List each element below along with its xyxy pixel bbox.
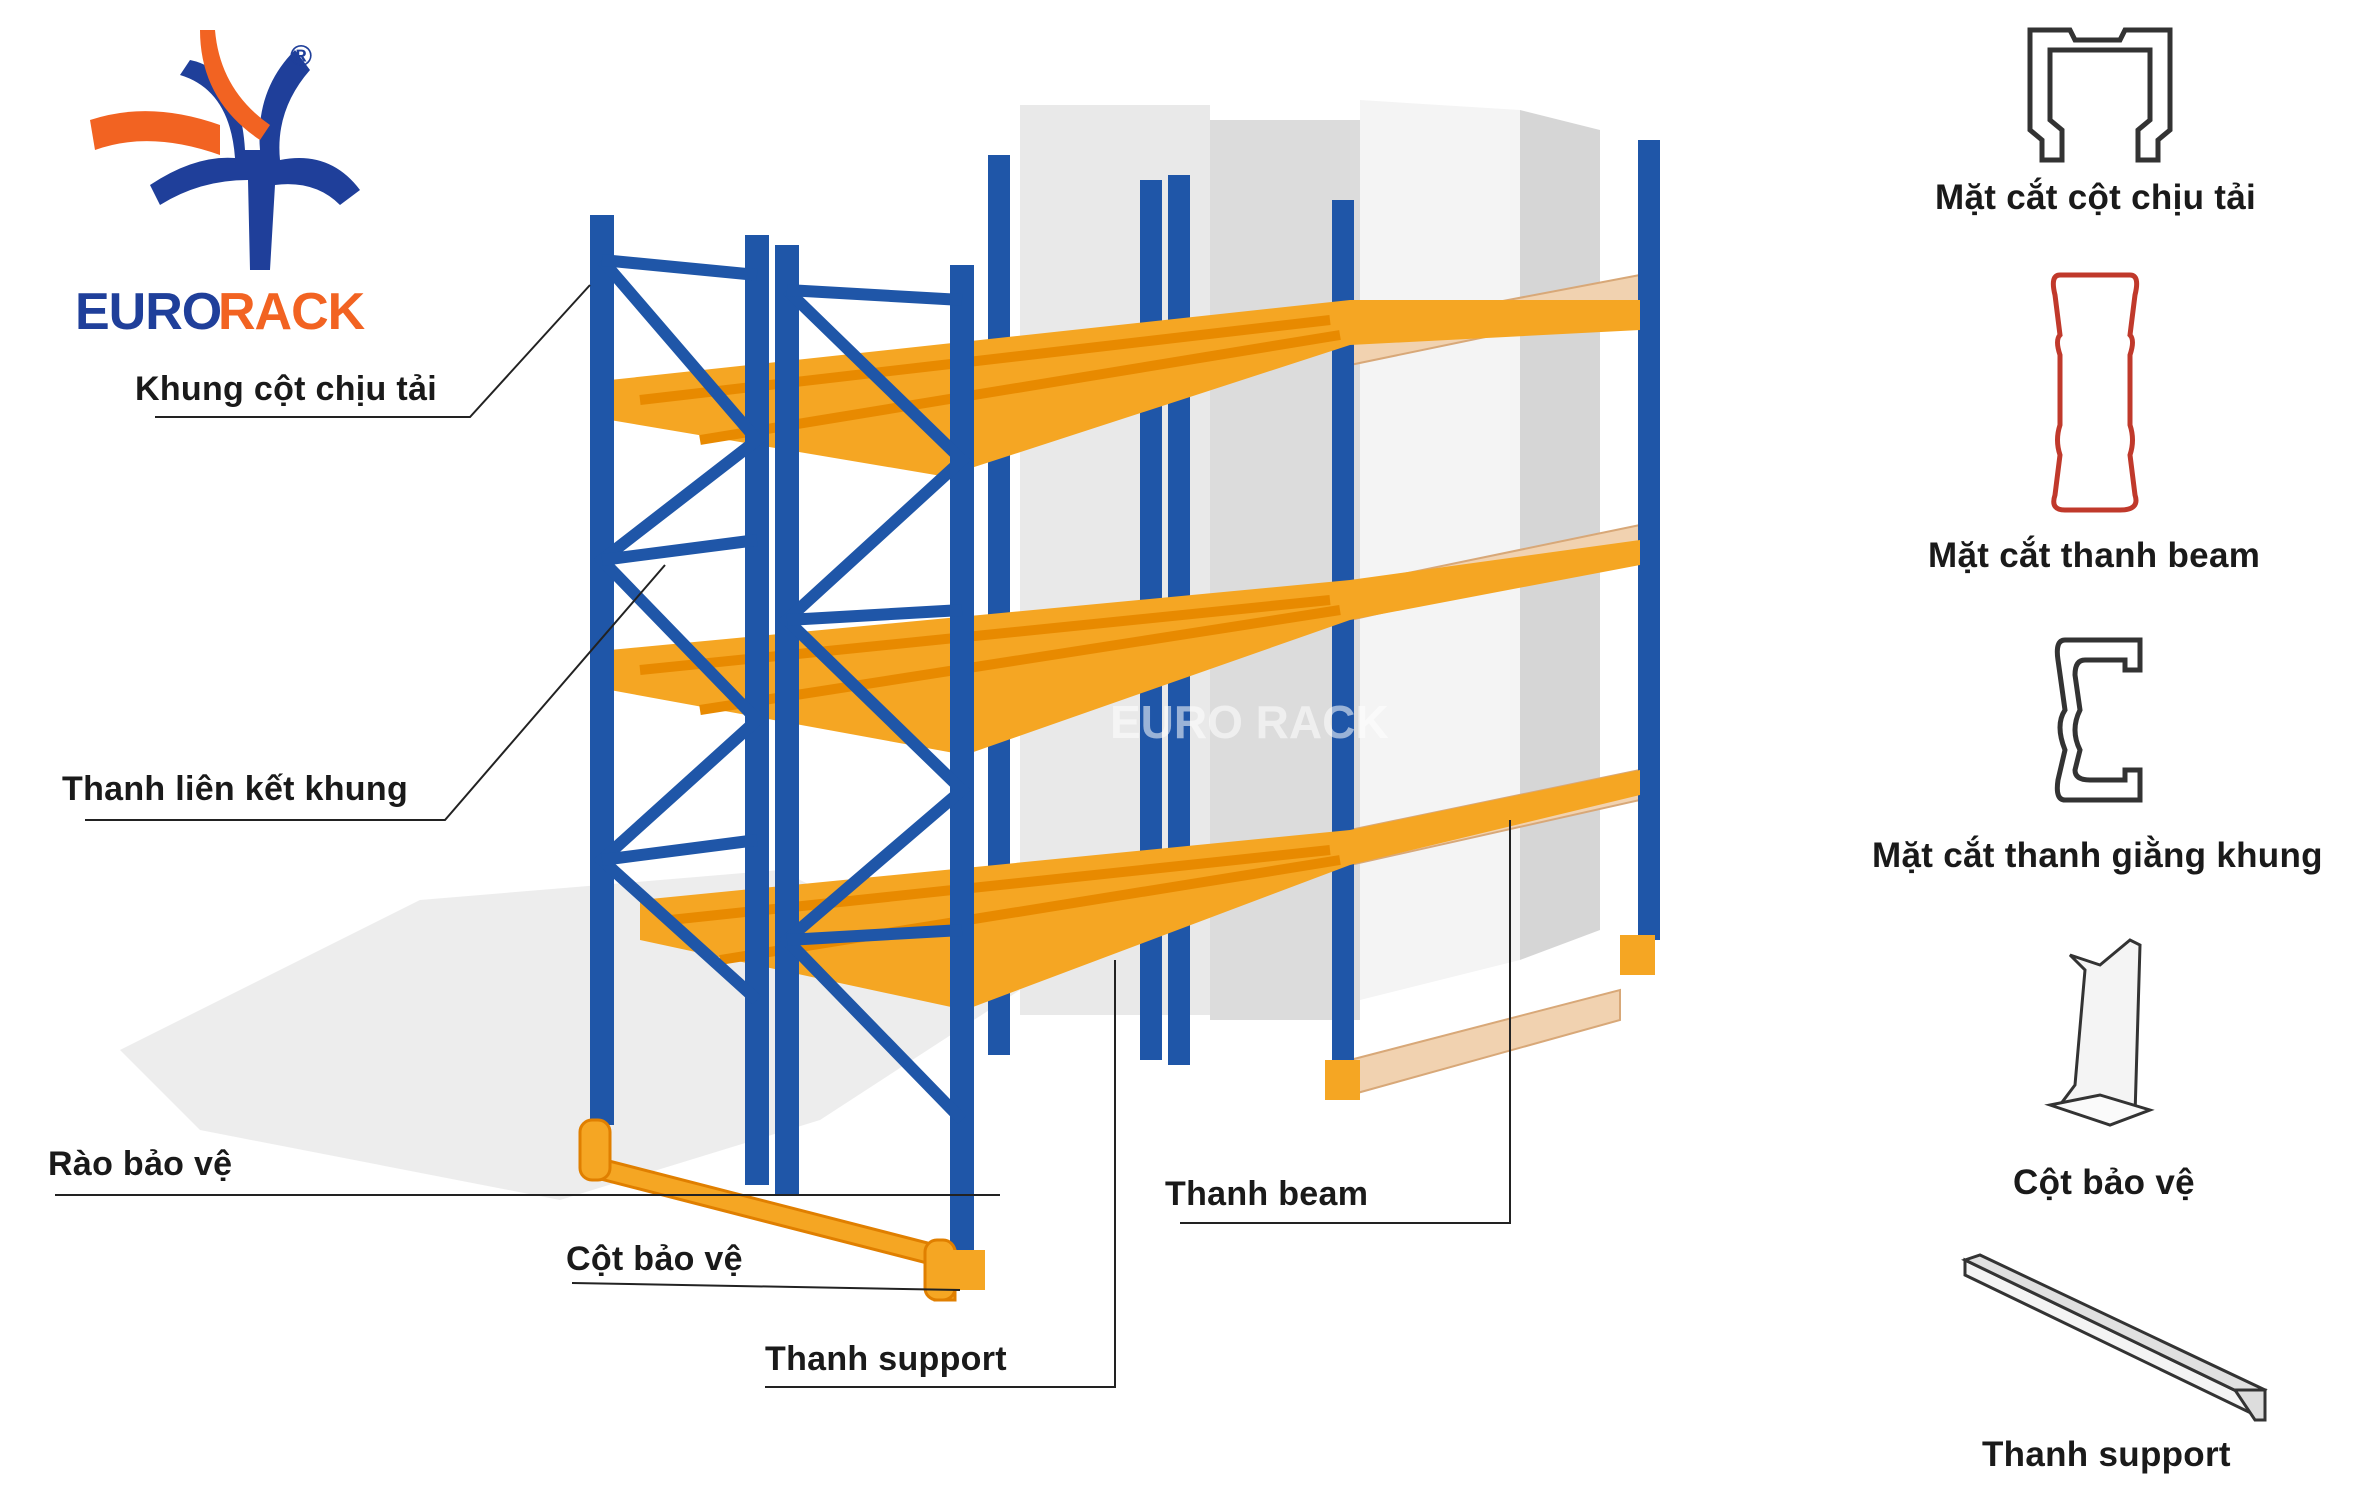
label-thanh-beam: Thanh beam [1165,1175,1369,1213]
upright-section-icon [2027,27,2173,163]
support-bar-icon [1961,1253,2268,1422]
label-thanh-support-icon: Thanh support [1982,1435,2231,1474]
beam-section-icon [2050,272,2140,513]
logo-word-rack: RACK [218,283,365,341]
euro-rack-logo-icon [90,30,360,270]
label-thanh-giang: Mặt cắt thanh giằng khung [1872,836,2323,875]
label-mat-cat-beam: Mặt cắt thanh beam [1928,536,2261,575]
label-thanh-support: Thanh support [765,1340,1007,1378]
label-cot-chiu-tai: Mặt cắt cột chịu tải [1935,178,2257,217]
label-cot-bao-ve-icon: Cột bảo vệ [2013,1163,2195,1202]
label-thanh-lien-ket: Thanh liên kết khung [62,770,409,808]
protector-post-icon [2044,938,2155,1127]
watermark-text: EURO RACK [1110,696,1389,748]
leader-lines [55,284,1511,1388]
brace-section-icon [2054,637,2143,803]
label-rao-bao-ve: Rào bảo vệ [48,1145,233,1183]
logo-word-euro: EURO [75,283,222,341]
frame-bracing [593,254,971,1125]
registered-mark: ® [290,40,313,73]
label-cot-bao-ve: Cột bảo vệ [566,1240,743,1278]
upright-protectors [945,935,1655,1290]
label-khung-cot: Khung cột chịu tải [135,370,437,408]
